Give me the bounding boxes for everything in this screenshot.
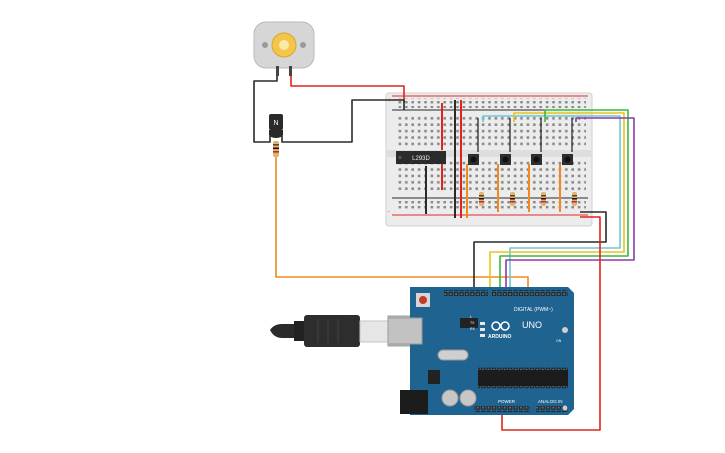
wire-motor-black — [253, 76, 278, 143]
on-led-label: ON — [556, 339, 562, 343]
analog-header-label: ANALOG IN — [538, 399, 563, 404]
rail-plus-label: + — [388, 98, 391, 104]
wire-green — [499, 109, 629, 293]
resistor-2[interactable] — [510, 192, 515, 206]
power-header-label: POWER — [498, 399, 516, 404]
rx-label: RX — [470, 327, 476, 331]
wires — [253, 76, 635, 431]
wire-base-orange — [275, 157, 529, 293]
breadboard[interactable]: + - — [385, 92, 593, 227]
wire-yellow — [489, 112, 625, 293]
rail-minus-label: - — [388, 209, 390, 215]
l-led-label: L — [470, 315, 472, 319]
resistor-3[interactable] — [541, 192, 546, 206]
arduino-logo-icon — [491, 321, 510, 331]
wire-5v-red — [501, 216, 601, 431]
transistor-label: N — [273, 120, 278, 127]
resistor-4[interactable] — [572, 192, 577, 206]
arduino-logo-text: ARDUINO — [488, 334, 511, 340]
push-button-1[interactable] — [468, 154, 479, 165]
npn-transistor[interactable]: N — [269, 114, 283, 138]
wire-purple — [505, 117, 635, 293]
dc-motor[interactable] — [253, 21, 315, 76]
wire-motor-red — [290, 76, 405, 103]
push-button-3[interactable] — [531, 154, 542, 165]
chip-label: L293D — [412, 156, 430, 162]
base-resistor[interactable] — [273, 141, 279, 157]
resistor-1[interactable] — [479, 192, 484, 206]
tx-label: TX — [470, 321, 475, 325]
push-button-4[interactable] — [562, 154, 573, 165]
breadboard-jumpers — [425, 100, 573, 218]
arduino-uno[interactable]: ARDUINO UNO DIGITAL (PWM~) POWER ANALOG … — [387, 287, 574, 415]
wire-gnd-black — [473, 211, 607, 293]
digital-header-label: DIGITAL (PWM~) — [514, 307, 553, 313]
l293d-chip[interactable]: L293D — [396, 151, 446, 164]
wire-emitter-black — [281, 99, 405, 143]
push-button-2[interactable] — [500, 154, 511, 165]
uno-label: UNO — [522, 320, 542, 330]
